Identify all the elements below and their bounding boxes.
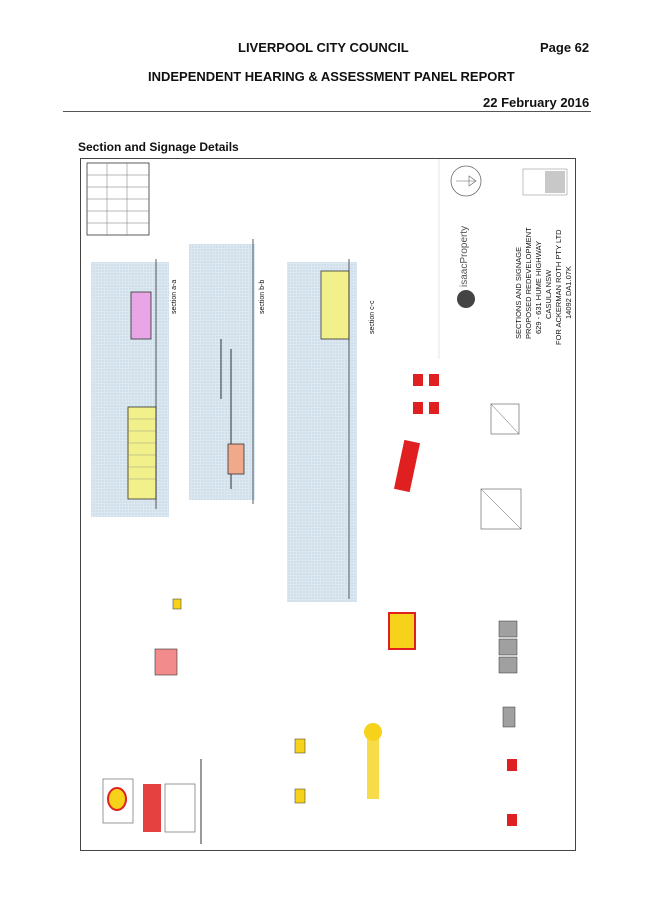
section-label-a: section a-a	[171, 279, 178, 314]
section-label-c: section c-c	[369, 300, 376, 334]
sign-yellow-small-1	[294, 738, 306, 754]
sign-yellow-post	[367, 739, 379, 799]
report-title: INDEPENDENT HEARING & ASSESSMENT PANEL R…	[148, 69, 515, 84]
detail-box-1	[480, 488, 522, 530]
section-panel-b	[189, 244, 255, 500]
sign-yellow-blade	[172, 598, 182, 610]
drawing-title-line-1: SECTIONS AND SIGNAGE	[514, 246, 523, 339]
section-label-b: section b-b	[259, 279, 266, 314]
logo-text: isaacProperty	[459, 225, 470, 287]
sign-red-parallelogram	[393, 439, 421, 493]
drawing-title-line-4: CASULA NSW	[544, 269, 553, 319]
section-a-building	[127, 259, 157, 509]
section-c-building	[320, 259, 350, 599]
legend-table	[86, 162, 150, 236]
drawing-title-line-5: FOR ACKERMAN ROTH PTY LTD	[554, 229, 563, 345]
pylon-sign-shell	[102, 759, 202, 844]
detail-box-2	[490, 403, 520, 435]
section-title: Section and Signage Details	[78, 140, 239, 154]
page-number: Page 62	[540, 40, 590, 55]
property-logo-circle	[457, 290, 475, 308]
report-date: 22 February 2016	[483, 95, 590, 110]
sign-red-panel	[154, 648, 178, 676]
sign-yellow-small-2	[294, 788, 306, 804]
section-b-canopy	[220, 239, 254, 504]
sign-shell-box	[388, 612, 416, 650]
drawing-title-line-3: 629 - 631 HUME HIGHWAY	[534, 241, 543, 334]
drawing-sheet: isaacProperty SECTIONS AND SIGNAGE PROPO…	[80, 158, 576, 851]
sign-yellow-disc	[364, 723, 382, 741]
drawing-title-line-6: 14092 DA1.07K	[564, 266, 573, 319]
grey-pump-row	[498, 620, 518, 728]
drawing-title-line-2: PROPOSED REDEVELOPMENT	[524, 227, 533, 339]
council-name: LIVERPOOL CITY COUNCIL	[238, 40, 409, 55]
red-sign-stack	[413, 374, 517, 826]
drawing-canvas	[86, 159, 568, 844]
header-divider	[63, 111, 591, 112]
north-arrow	[450, 165, 482, 197]
